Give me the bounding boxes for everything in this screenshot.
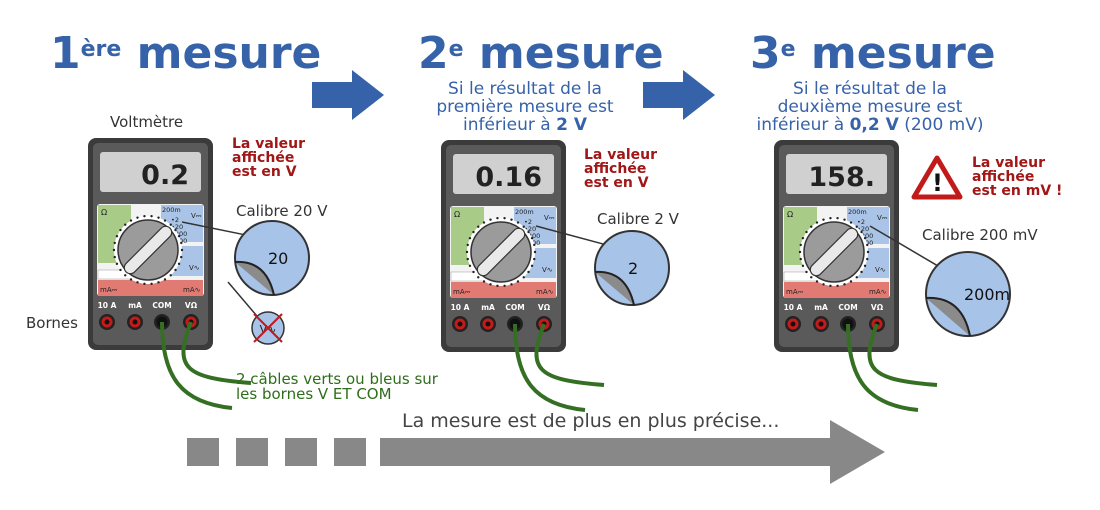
range-200: •200: [524, 232, 540, 240]
range-200m: 200m: [162, 206, 181, 214]
calibre-step-3: Calibre 200 mV: [922, 226, 1038, 244]
cable-com: [160, 321, 233, 410]
dial-pointer: [476, 227, 526, 277]
label-voltmetre: Voltmètre: [110, 113, 184, 131]
cable-v: [867, 323, 938, 387]
terminal-label-2: mA: [814, 303, 828, 312]
dial-pointer: [123, 225, 173, 275]
cable-v: [181, 321, 252, 385]
zoom-step-1: 20: [181, 220, 310, 296]
range-200m: 200m: [515, 208, 534, 216]
range-maac: mA∿: [183, 286, 201, 294]
progress-arrow: [380, 420, 885, 484]
conclusion-text: La mesure est de plus en plus précise...: [402, 410, 780, 432]
cable-com: [846, 323, 919, 412]
terminal-label-4: VΩ: [871, 303, 884, 312]
terminal-label-2: mA: [481, 303, 495, 312]
terminal-label-1: 10 A: [98, 301, 117, 310]
cable-com: [513, 323, 586, 412]
zoom-label: 20: [268, 249, 288, 268]
title-step-1: 1ère mesure: [50, 28, 322, 79]
range-vac: V∿: [189, 264, 200, 272]
range-vac: V∿: [875, 266, 886, 274]
range-maac: mA∿: [869, 288, 887, 296]
zoom-label: 2: [628, 259, 638, 278]
range-2: •2: [524, 218, 532, 226]
title-step-2: 2e mesure: [418, 28, 664, 79]
progress-square-2: [236, 438, 268, 466]
range-200: •200: [857, 232, 873, 240]
calibre-step-1: Calibre 20 V: [236, 202, 328, 220]
label-bornes: Bornes: [26, 314, 78, 332]
zoom-label: 200m: [964, 285, 1010, 304]
range-madc: mA⎓: [100, 286, 118, 294]
cable-v: [534, 323, 605, 387]
range-vdc: V⎓: [544, 214, 555, 222]
svg-text:!: !: [932, 169, 943, 197]
terminal-label-2: mA: [128, 301, 142, 310]
forbidden-range-icon: V∿: [227, 281, 285, 345]
progress-square-4: [334, 438, 366, 466]
zoom-step-3: 200m: [869, 225, 1011, 337]
progress-square-1: [187, 438, 219, 466]
range-vdc: V⎓: [191, 212, 202, 220]
range-madc: mA⎓: [786, 288, 804, 296]
warning-triangle-icon: !: [911, 155, 963, 200]
range-20: •20: [857, 225, 869, 233]
range-vac: V∿: [542, 266, 553, 274]
display-value: 0.2: [141, 160, 189, 191]
progress-square-3: [285, 438, 317, 466]
terminal-label-4: VΩ: [538, 303, 551, 312]
arrow-1-to-2: [312, 70, 384, 120]
range-ohm: Ω: [454, 210, 460, 219]
display-value: 0.16: [475, 162, 542, 193]
terminal-label-1: 10 A: [451, 303, 470, 312]
subtitle-step-3: Si le résultat de la deuxième mesure est…: [756, 79, 984, 135]
dial-pointer: [809, 227, 859, 277]
arrow-2-to-3: [643, 70, 715, 120]
range-2: •2: [857, 218, 865, 226]
range-200m: 200m: [848, 208, 867, 216]
calibre-step-2: Calibre 2 V: [597, 210, 679, 228]
display-value: 158.: [808, 162, 875, 193]
range-madc: mA⎓: [453, 288, 471, 296]
terminal-label-4: VΩ: [185, 301, 198, 310]
title-step-3: 3e mesure: [750, 28, 996, 79]
range-20: •20: [171, 223, 183, 231]
range-20: •20: [524, 225, 536, 233]
subtitle-step-2: Si le résultat de la première mesure est…: [436, 79, 614, 135]
range-ohm: Ω: [787, 210, 793, 219]
range-2: •2: [171, 216, 179, 224]
terminal-label-3: COM: [152, 301, 171, 310]
range-200: •200: [171, 230, 187, 238]
terminal-label-1: 10 A: [784, 303, 803, 312]
zoom-step-2: 2: [535, 225, 670, 306]
range-ohm: Ω: [101, 208, 107, 217]
terminal-label-3: COM: [505, 303, 524, 312]
terminal-label-3: COM: [838, 303, 857, 312]
range-vdc: V⎓: [877, 214, 888, 222]
range-maac: mA∿: [536, 288, 554, 296]
